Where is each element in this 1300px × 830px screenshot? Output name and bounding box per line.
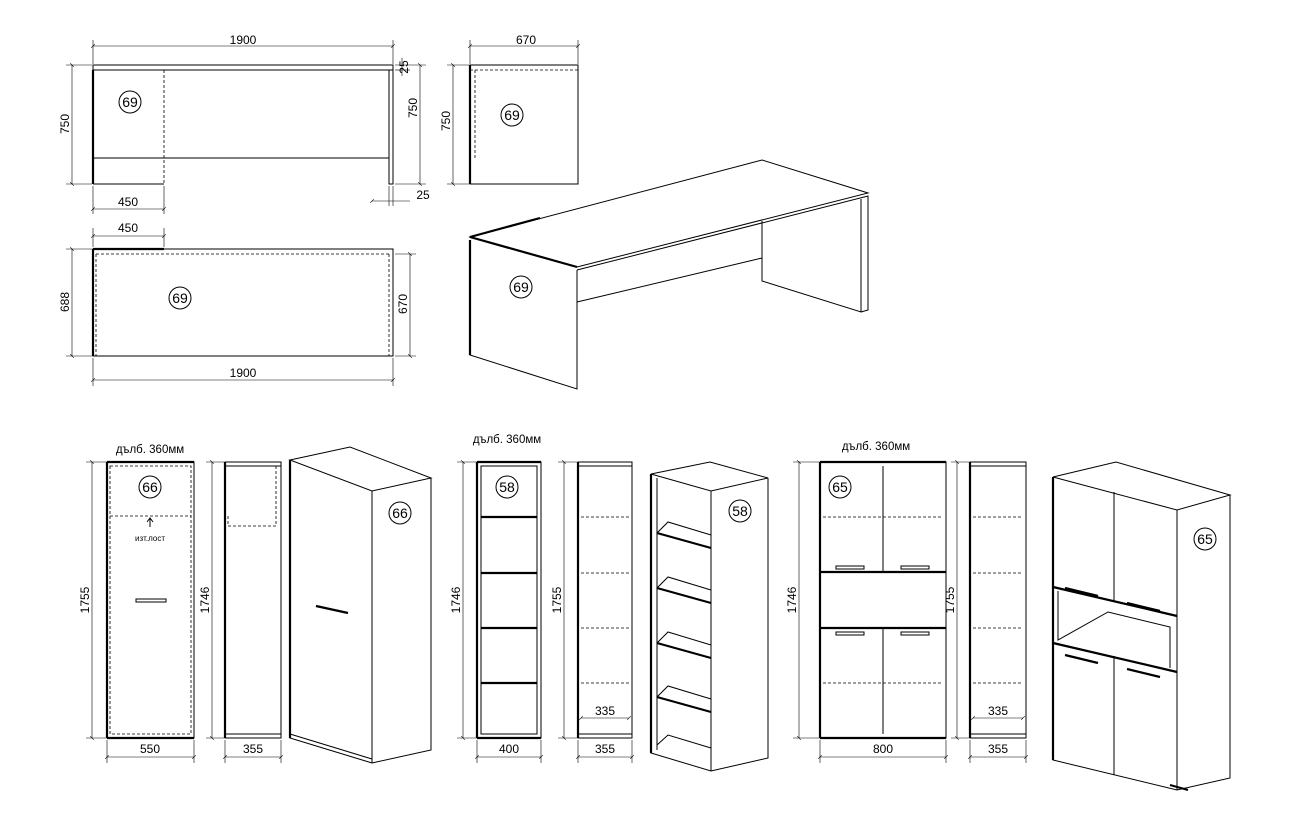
cabinet-66-3d-tag: 66 (392, 505, 408, 521)
desk-front-tag-circle (118, 90, 142, 114)
cabinet-66-side-height: 1746 (198, 586, 212, 613)
desk-leg-height: 750 (406, 98, 420, 118)
cabinet-58-3d-tag-circle (728, 499, 752, 523)
desk-top-view: 450 688 670 1900 69 (58, 221, 416, 386)
desk-front-width: 1900 (230, 33, 257, 47)
cabinet-58-inner-depth: 335 (595, 704, 615, 718)
cabinet-66-depth-note: дълб. 360мм (116, 444, 184, 456)
cabinet-58-depth-note: дълб. 360мм (473, 434, 541, 446)
cabinet-66-front-tag: 66 (142, 479, 158, 495)
cabinet-66-front-height: 1755 (78, 586, 92, 613)
cabinet-58-front: дълб. 360мм 58 1746 400 (449, 434, 544, 763)
desk-top-tag: 69 (172, 290, 188, 306)
cabinet-66-front-tag-circle (138, 475, 162, 499)
desk-3d-tag: 69 (513, 279, 529, 295)
cabinet-65-width: 800 (873, 742, 893, 756)
desk-3d-tag-circle (509, 275, 533, 299)
cabinet-65-side-height: 1755 (943, 586, 957, 613)
cabinet-65-3d-tag-circle (1193, 527, 1217, 551)
desk-top-thickness: 25 (397, 60, 411, 74)
desk-front-view: 1900 750 750 25 450 25 69 (58, 33, 430, 214)
cabinet-58-front-tag-circle (495, 475, 519, 499)
cabinet-66-side: 1746 355 (198, 459, 284, 763)
cabinet-66-shelf-note: изт.лост (135, 534, 165, 543)
cabinet-66-side-depth: 355 (243, 742, 263, 756)
cabinet-65-side-depth: 355 (988, 742, 1008, 756)
desk-top-depth-inner: 670 (396, 294, 410, 314)
cabinet-58-front-height: 1746 (449, 586, 463, 613)
cabinet-58-side-height: 1755 (550, 586, 564, 613)
desk-top-panel-width: 450 (118, 221, 138, 235)
cabinet-65-side: 1755 335 355 (943, 459, 1029, 763)
cabinet-58-side-depth: 355 (595, 742, 615, 756)
desk-panel-width: 450 (118, 195, 138, 209)
desk-side-height: 750 (439, 111, 453, 131)
cabinet-66-front: дълб. 360мм изт.лост 66 1755 550 (78, 444, 197, 763)
desk-leg-thickness: 25 (416, 188, 430, 202)
cabinet-65-front: дълб. 360мм 65 1746 800 (785, 441, 949, 763)
cabinet-65-depth-note: дълб. 360мм (842, 441, 910, 453)
cabinet-58-3d: 58 (649, 461, 769, 772)
cabinet-65-front-height: 1746 (785, 586, 799, 613)
cabinet-66-width: 550 (140, 742, 160, 756)
desk-top-width: 1900 (230, 366, 257, 380)
cabinet-65-3d: 65 (1051, 461, 1232, 792)
desk-front-height: 750 (58, 114, 72, 134)
desk-3d-view: 69 (468, 159, 870, 390)
cabinet-58-width: 400 (499, 742, 519, 756)
cabinet-58-front-tag: 58 (499, 479, 515, 495)
desk-top-tag-circle (168, 286, 192, 310)
cabinet-65-3d-tag: 65 (1197, 531, 1213, 547)
desk-side-tag: 69 (504, 107, 520, 123)
cabinet-58-side: 1755 335 355 (550, 459, 635, 763)
desk-top-depth-outer: 688 (58, 292, 72, 312)
cabinet-65-front-tag: 65 (832, 479, 848, 495)
cabinet-58-3d-tag: 58 (732, 503, 748, 519)
desk-side-view: 670 750 69 (439, 33, 581, 187)
desk-front-tag: 69 (122, 94, 138, 110)
cabinet-65-front-tag-circle (828, 475, 852, 499)
desk-side-tag-circle (500, 103, 524, 127)
desk-side-depth: 670 (516, 33, 536, 47)
cabinet-66-3d: 66 (288, 446, 433, 764)
cabinet-66-3d-tag-circle (388, 501, 412, 525)
cabinet-65-inner-depth: 335 (988, 704, 1008, 718)
